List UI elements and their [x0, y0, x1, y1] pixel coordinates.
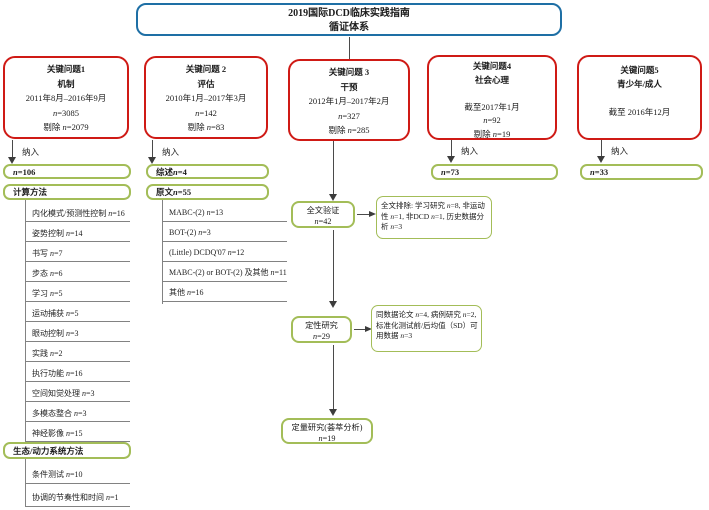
box-line: 截至 2016年12月 — [608, 107, 671, 117]
key-question-1-box: 关键问题1 机制 2011年8月–2016年9月 n=3085 剔除 n=2079 — [3, 56, 129, 139]
included-count-box-kq1: n=106 — [3, 164, 131, 179]
qualitative-line-2: n=29 — [313, 332, 330, 341]
box-line: 剔除 n=19 — [473, 128, 511, 139]
quantitative-line-2: n=19 — [318, 434, 336, 443]
list-spine-line — [162, 200, 163, 304]
fulltext-verification-box: 全文验证 n=42 — [291, 201, 355, 228]
list-item: MABC-(2) n=13 — [163, 202, 287, 222]
arrow-down-icon — [329, 194, 337, 201]
connector-line — [152, 140, 153, 158]
list-item: 其他 n=16 — [163, 282, 287, 302]
box-line: 关键问题5 — [620, 65, 659, 75]
qualitative-research-box: 定性研究 n=29 — [291, 316, 352, 343]
fulltext-exclusion-note: 全文排除: 学习研究 n=8, 非运动性 n=1, 非DCD n=1, 历史数据… — [376, 196, 492, 239]
arrow-down-icon — [329, 301, 337, 308]
computational-methods-box: 计算方法 — [3, 184, 131, 200]
list-item: (Little) DCDQ'07 n=12 — [163, 242, 287, 262]
list-item: 执行功能 n=16 — [26, 362, 130, 382]
box-line: 2010年1月–2017年3月 — [165, 93, 247, 103]
box-line: n=3085 — [52, 107, 80, 118]
arrow-down-icon — [329, 409, 337, 416]
title-line-2: 循证体系 — [329, 22, 369, 33]
connector-line — [354, 329, 365, 330]
box-line: 剔除 n=2079 — [43, 122, 89, 132]
arrow-down-icon — [447, 156, 455, 163]
included-count-box-kq4: n=73 — [431, 164, 558, 180]
box-line: n=142 — [195, 107, 217, 118]
list-item: 神经影像 n=15 — [26, 422, 130, 442]
box-line: 青少年/成人 — [617, 79, 662, 89]
connector-line — [333, 141, 334, 195]
connector-line — [451, 140, 452, 157]
key-question-5-box: 关键问题5 青少年/成人 截至 2016年12月 — [577, 55, 702, 140]
box-line: 2012年1月–2017年2月 — [308, 96, 390, 106]
box-line: n=92 — [483, 115, 501, 125]
arrow-down-icon — [148, 157, 156, 164]
box-line: 剔除 n=83 — [187, 122, 225, 132]
original-count-box: 原文 n=55 — [146, 184, 269, 200]
list-item: 步态 n=6 — [26, 262, 130, 282]
box-line: 截至2017年1月 — [464, 101, 520, 112]
box-line: 关键问题 2 — [185, 64, 227, 74]
box-line: 机制 — [57, 78, 75, 89]
key-question-2-box: 关键问题 2 评估 2010年1月–2017年3月 n=142 剔除 n=83 — [144, 56, 268, 139]
quantitative-research-box: 定量研究(荟萃分析) n=19 — [281, 418, 373, 444]
connector-line — [349, 37, 350, 59]
arrow-down-icon — [8, 157, 16, 164]
eco-dynamic-systems-box: 生态/动力系统方法 — [3, 442, 131, 459]
list-item: 运动捕获 n=5 — [26, 302, 130, 322]
list-item: 学习 n=5 — [26, 282, 130, 302]
connector-line — [333, 230, 334, 302]
box-line: 社会心理 — [474, 74, 509, 85]
arrow-down-icon — [597, 156, 605, 163]
box-line: n=327 — [338, 110, 360, 121]
list-item: 空间知觉处理 n=3 — [26, 382, 130, 402]
include-label: 纳入 — [22, 147, 40, 157]
box-line — [429, 87, 555, 101]
list-item: MABC-(2) or BOT-(2) 及其他 n=11 — [163, 262, 287, 282]
list-item: 眼动控制 n=3 — [26, 322, 130, 342]
connector-line — [333, 345, 334, 410]
connector-line — [357, 214, 369, 215]
quantitative-line-1: 定量研究(荟萃分析) — [291, 423, 363, 432]
list-item: 实践 n=2 — [26, 342, 130, 362]
list-item: 书写 n=7 — [26, 242, 130, 262]
key-question-4-box: 关键问题4 社会心理 截至2017年1月 n=92 剔除 n=19 — [427, 55, 557, 140]
title-box: 2019国际DCD临床实践指南 循证体系 — [136, 3, 562, 36]
review-count-box: 综述 n=4 — [146, 164, 269, 179]
arrow-right-icon — [369, 211, 376, 217]
qualitative-note: 同数据论文 n=4, 病例研究 n=2, 标准化测试前/后均值（SD）可用数据 … — [371, 305, 482, 352]
include-label: 纳入 — [611, 146, 629, 156]
box-line: 2011年8月–2016年9月 — [25, 93, 107, 103]
box-line: 评估 — [197, 78, 215, 89]
list-spine-line — [25, 200, 26, 507]
box-line: 干预 — [340, 81, 358, 92]
fulltext-line-1: 全文验证 — [306, 206, 340, 215]
key-question-3-box: 关键问题 3 干预 2012年1月–2017年2月 n=327 剔除 n=285 — [288, 59, 410, 141]
list-item: 协调的节奏性和时间 n=1 — [26, 484, 130, 507]
included-count-box-kq5: n=33 — [580, 164, 703, 180]
connector-line — [601, 140, 602, 157]
fulltext-line-2: n=42 — [314, 217, 332, 226]
box-line: 剔除 n=285 — [328, 125, 370, 135]
box-line: 关键问题4 — [472, 61, 512, 71]
box-line: 关键问题 3 — [328, 67, 370, 77]
list-item: BOT-(2) n=3 — [163, 222, 287, 242]
title-line-1: 2019国际DCD临床实践指南 — [288, 8, 410, 19]
list-item: 多模态整合 n=3 — [26, 402, 130, 422]
connector-line — [12, 140, 13, 158]
list-item: 条件测试 n=10 — [26, 461, 130, 484]
include-label: 纳入 — [162, 147, 180, 157]
qualitative-line-1: 定性研究 — [305, 321, 338, 330]
box-line: 关键问题1 — [46, 64, 86, 74]
box-line — [579, 91, 700, 105]
list-item: 内化模式/预测性控制 n=16 — [26, 202, 130, 222]
include-label: 纳入 — [461, 146, 479, 156]
list-item: 姿势控制 n=14 — [26, 222, 130, 242]
arrow-right-icon — [365, 326, 372, 332]
